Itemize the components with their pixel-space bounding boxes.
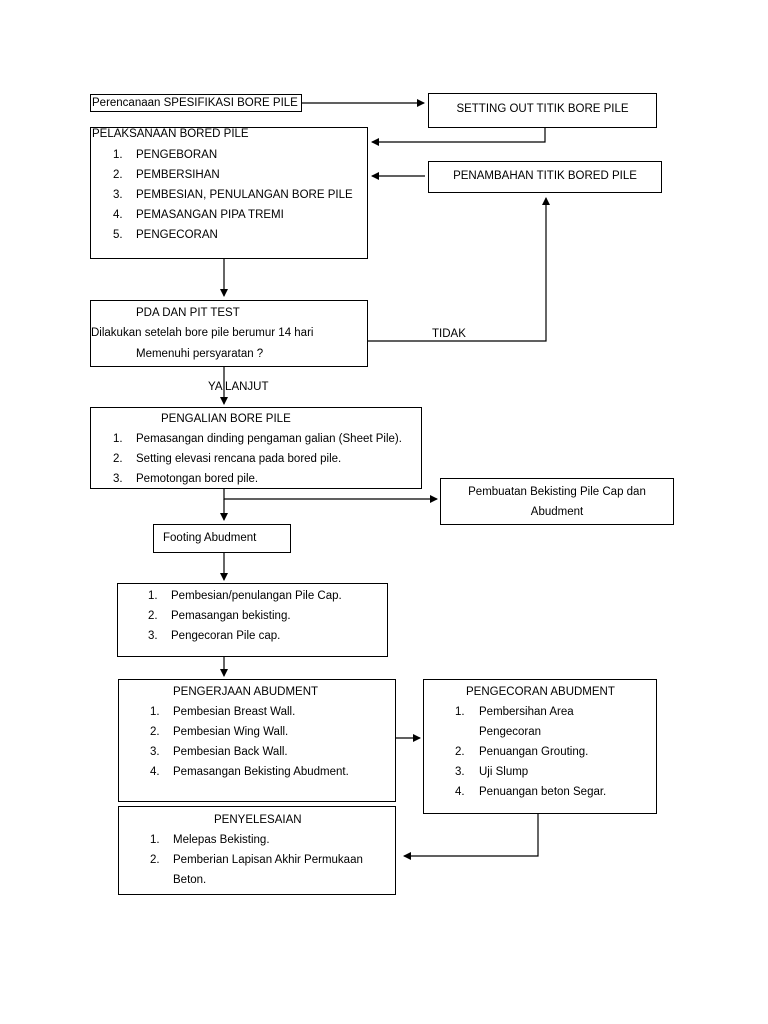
abutment-work-title: PENGERJAAN ABUDMENT — [173, 686, 319, 698]
execution-item-1: PENGEBORAN — [136, 149, 218, 161]
finishing-box: PENYELESAIAN 1. Melepas Bekisting. 2. Pe… — [118, 806, 396, 895]
test-box: PDA DAN PIT TEST Dilakukan setelah bore … — [90, 300, 368, 367]
footing-box: Footing Abudment — [153, 524, 291, 553]
execution-title: PELAKSANAAN BORED PILE — [92, 128, 249, 140]
abutment-work-item-3: Pembesian Back Wall. — [173, 746, 288, 758]
excavation-item-1: Pemasangan dinding pengaman galian (Shee… — [136, 433, 402, 445]
finishing-item-2a: Pemberian Lapisan Akhir Permukaan — [173, 854, 363, 866]
abutment-work-num-2: 2. — [150, 726, 160, 738]
abutment-cast-box: PENGECORAN ABUDMENT 1. Pembersihan Area … — [423, 679, 657, 814]
execution-item-3: PEMBESIAN, PENULANGAN BORE PILE — [136, 189, 353, 201]
excavation-num-1: 1. — [113, 433, 123, 445]
execution-num-3: 3. — [113, 189, 123, 201]
abutment-work-num-3: 3. — [150, 746, 160, 758]
abutment-cast-item-4: Penuangan beton Segar. — [479, 786, 607, 798]
arrow-test-no-to-addition — [367, 197, 550, 342]
abutment-cast-num-3: 3. — [455, 766, 465, 778]
abutment-work-item-4: Pemasangan Bekisting Abudment. — [173, 766, 349, 778]
execution-item-5: PENGECORAN — [136, 229, 218, 241]
formwork-box: Pembuatan Bekisting Pile Cap dan Abudmen… — [440, 478, 674, 525]
setting-out-box: SETTING OUT TITIK BORE PILE — [428, 93, 657, 128]
abutment-work-item-2: Pembesian Wing Wall. — [173, 726, 289, 738]
abutment-cast-num-2: 2. — [455, 746, 465, 758]
finishing-item-2b: Beton. — [173, 874, 207, 886]
arrow-setting-out-to-execution — [371, 128, 546, 146]
formwork-line-1: Pembuatan Bekisting Pile Cap dan — [468, 486, 646, 498]
pilecap-box: 1. Pembesian/penulangan Pile Cap. 2. Pem… — [117, 583, 388, 657]
finishing-title: PENYELESAIAN — [214, 814, 302, 826]
test-title: PDA DAN PIT TEST — [136, 307, 240, 319]
pilecap-num-3: 3. — [148, 630, 158, 642]
pilecap-num-1: 1. — [148, 590, 158, 602]
excavation-num-2: 2. — [113, 453, 123, 465]
excavation-num-3: 3. — [113, 473, 123, 485]
test-line-1: Dilakukan setelah bore pile berumur 14 h… — [91, 327, 314, 339]
label-no: TIDAK — [432, 328, 466, 340]
planning-text: Perencanaan SPESIFIKASI BORE PILE — [92, 97, 298, 109]
planning-box: Perencanaan SPESIFIKASI BORE PILE — [90, 94, 302, 112]
abutment-work-num-4: 4. — [150, 766, 160, 778]
abutment-cast-title: PENGECORAN ABUDMENT — [466, 686, 615, 698]
test-line-2: Memenuhi persyaratan ? — [136, 348, 264, 360]
excavation-box: PENGALIAN BORE PILE 1. Pemasangan dindin… — [90, 407, 422, 489]
abutment-cast-item-3: Uji Slump — [479, 766, 529, 778]
formwork-line-2: Abudment — [530, 506, 584, 518]
setting-out-text: SETTING OUT TITIK BORE PILE — [456, 103, 629, 115]
abutment-work-box: PENGERJAAN ABUDMENT 1. Pembesian Breast … — [118, 679, 396, 802]
footing-text: Footing Abudment — [163, 532, 257, 544]
abutment-cast-item-1b: Pengecoran — [479, 726, 542, 738]
abutment-cast-num-4: 4. — [455, 786, 465, 798]
abutment-cast-num-1: 1. — [455, 706, 465, 718]
abutment-cast-item-1a: Pembersihan Area — [479, 706, 574, 718]
finishing-num-2: 2. — [150, 854, 160, 866]
addition-text: PENAMBAHAN TITIK BORED PILE — [453, 170, 637, 182]
execution-num-5: 5. — [113, 229, 123, 241]
execution-num-1: 1. — [113, 149, 123, 161]
execution-box: PELAKSANAAN BORED PILE 1. PENGEBORAN 2. … — [90, 127, 368, 259]
abutment-work-num-1: 1. — [150, 706, 160, 718]
pilecap-item-2: Pemasangan bekisting. — [171, 610, 291, 622]
arrow-excavation-to-formwork — [223, 489, 438, 503]
execution-item-2: PEMBERSIHAN — [136, 169, 220, 181]
finishing-item-1: Melepas Bekisting. — [173, 834, 270, 846]
label-yes: YA LANJUT — [208, 381, 269, 393]
execution-num-4: 4. — [113, 209, 123, 221]
execution-num-2: 2. — [113, 169, 123, 181]
excavation-item-2: Setting elevasi rencana pada bored pile. — [136, 453, 342, 465]
pilecap-num-2: 2. — [148, 610, 158, 622]
abutment-work-item-1: Pembesian Breast Wall. — [173, 706, 296, 718]
excavation-item-3: Pemotongan bored pile. — [136, 473, 259, 485]
pilecap-item-3: Pengecoran Pile cap. — [171, 630, 281, 642]
pilecap-item-1: Pembesian/penulangan Pile Cap. — [171, 590, 342, 602]
excavation-title: PENGALIAN BORE PILE — [161, 413, 291, 425]
execution-item-4: PEMASANGAN PIPA TREMI — [136, 209, 284, 221]
abutment-cast-item-2: Penuangan Grouting. — [479, 746, 589, 758]
finishing-num-1: 1. — [150, 834, 160, 846]
arrow-cast-to-finishing — [403, 814, 539, 860]
addition-box: PENAMBAHAN TITIK BORED PILE — [428, 161, 662, 193]
